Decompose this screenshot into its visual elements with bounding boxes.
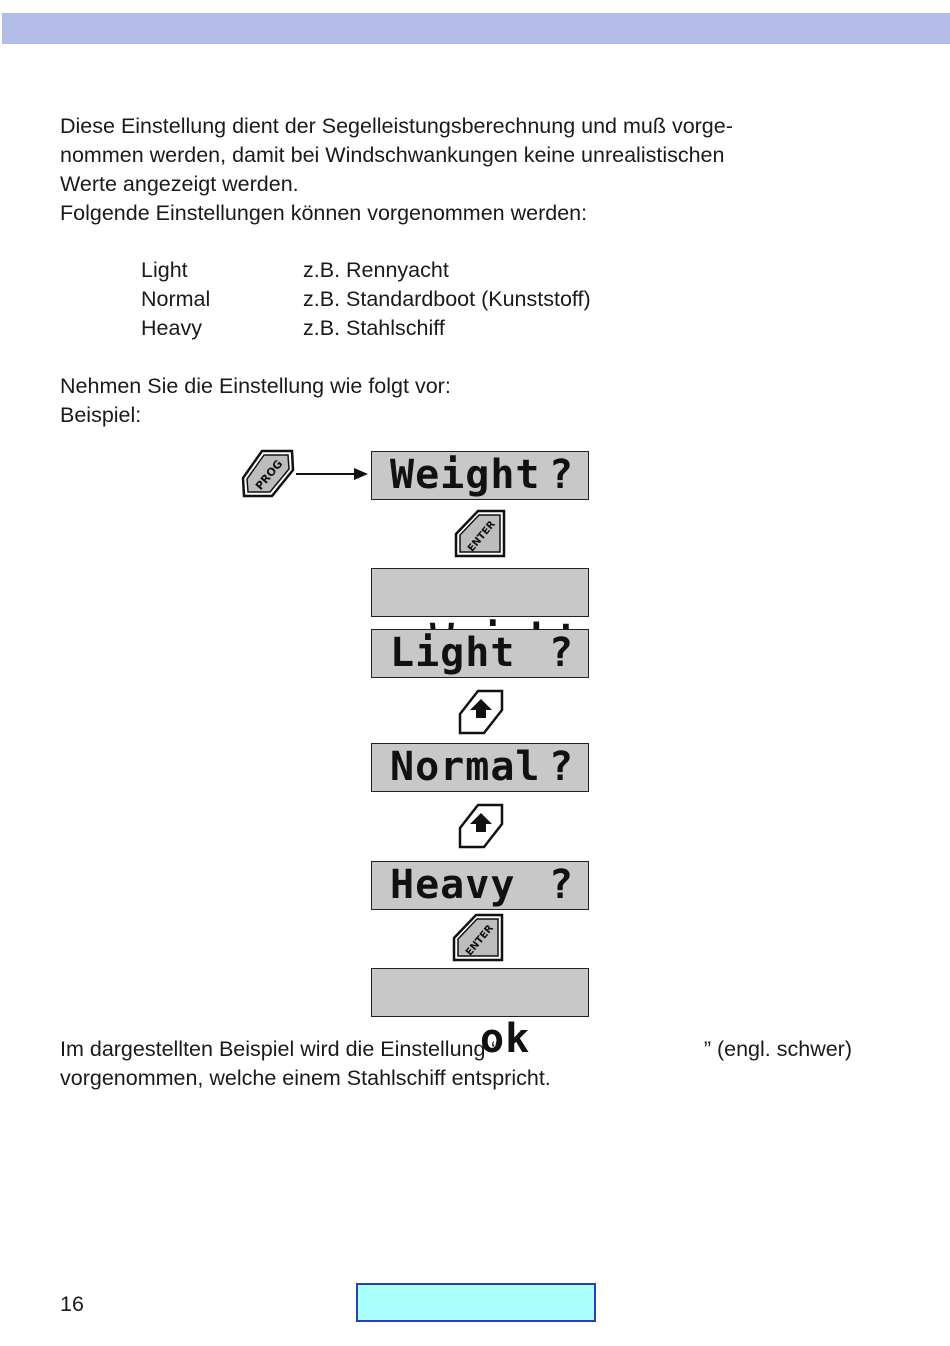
intro-line: Folgende Einstellungen können vorgenomme…	[60, 201, 588, 225]
instruction-line: Nehmen Sie die Einstellung wie folgt vor…	[60, 374, 451, 398]
intro-line: Diese Einstellung dient der Segelleistun…	[60, 114, 733, 138]
option-name: Light	[141, 258, 188, 282]
enter-key-icon: ENTER	[452, 913, 504, 962]
option-example: z.B. Rennyacht	[303, 258, 449, 282]
up-arrow-key-icon	[458, 689, 504, 735]
options-list: Light z.B. Rennyacht Normal z.B. Standar…	[141, 256, 591, 343]
intro-line: Werte angezeigt werden.	[60, 172, 299, 196]
result-text-start: Im dargestellten Beispiel wird die Einst…	[60, 1037, 499, 1061]
navigation-box[interactable]	[356, 1283, 596, 1322]
lcd-display-weight-question: Weight ?	[371, 451, 589, 500]
prog-key-icon: PROG	[241, 449, 295, 498]
option-name: Heavy	[141, 316, 202, 340]
arrow-right-icon	[296, 468, 368, 480]
lcd-display-heavy: Heavy ?	[371, 861, 589, 910]
lcd-display-ok: ok	[371, 968, 589, 1062]
option-example: z.B. Standardboot (Kunststoff)	[303, 287, 591, 311]
lcd-display-light: Light ?	[371, 629, 589, 678]
up-arrow-key-icon	[458, 803, 504, 849]
enter-key-icon: ENTER	[454, 509, 506, 558]
lcd-display-normal: Normal ?	[371, 743, 589, 792]
intro-paragraph: Diese Einstellung dient der Segelleistun…	[60, 112, 860, 228]
result-text-end: ” (engl. schwer)	[703, 1037, 852, 1061]
option-name: Normal	[141, 287, 211, 311]
option-row: Light z.B. Rennyacht	[141, 256, 591, 285]
instruction-line: Beispiel:	[60, 403, 142, 427]
instruction-paragraph: Nehmen Sie die Einstellung wie folgt vor…	[60, 372, 451, 430]
header-bar	[2, 13, 950, 44]
intro-line: nommen werden, damit bei Windschwankunge…	[60, 143, 725, 167]
option-example: z.B. Stahlschiff	[303, 316, 445, 340]
option-row: Heavy z.B. Stahlschiff	[141, 314, 591, 343]
lcd-display-weight: Weight	[371, 568, 589, 662]
option-row: Normal z.B. Standardboot (Kunststoff)	[141, 285, 591, 314]
page-number: 16	[60, 1292, 84, 1316]
result-line: Im dargestellten Beispiel wird die Einst…	[60, 1035, 852, 1064]
result-line: vorgenommen, welche einem Stahlschiff en…	[60, 1066, 551, 1090]
result-paragraph: Im dargestellten Beispiel wird die Einst…	[60, 1035, 852, 1093]
